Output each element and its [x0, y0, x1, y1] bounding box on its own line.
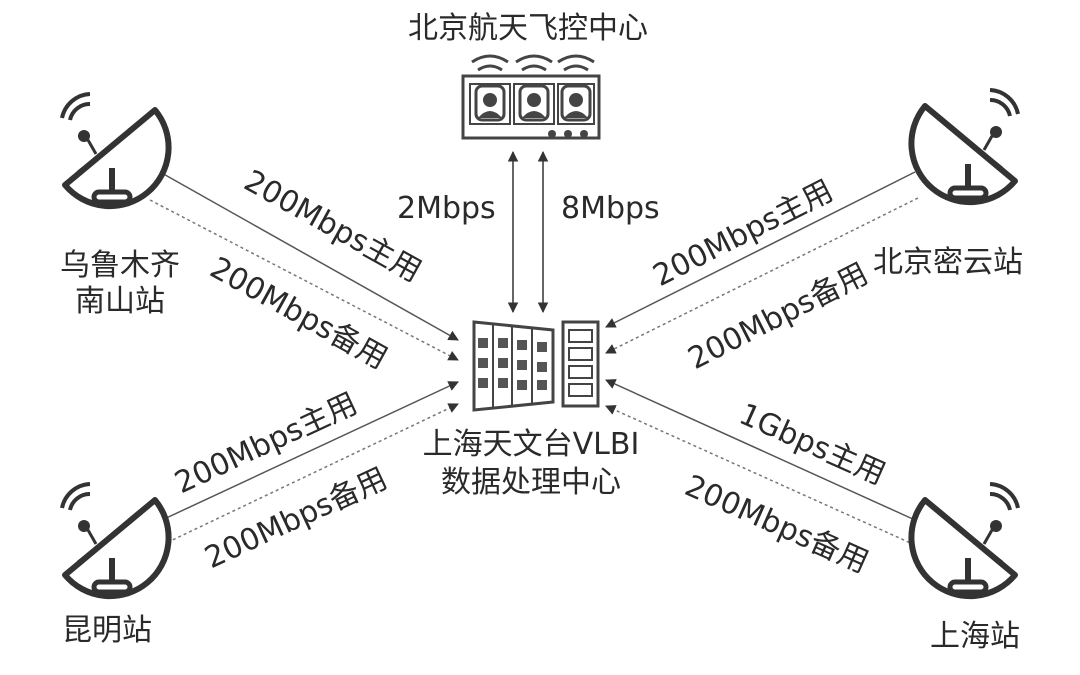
shanghai-station-label: 上海站 [930, 619, 1020, 654]
miyun-dish-icon [911, 90, 1018, 202]
data-center-label-line1: 上海天文台VLBI [422, 427, 640, 462]
shanghai-backup-link [605, 405, 916, 546]
miyun-station-label: 北京密云站 [873, 245, 1023, 280]
data-center-servers-icon [472, 320, 600, 412]
miyun-backup-link [605, 197, 919, 354]
urumqi-backup-link [149, 199, 459, 361]
kunming-station-label: 昆明站 [62, 613, 152, 648]
urumqi-name-line2: 南山站 [75, 284, 165, 319]
urumqi-name-line1: 乌鲁木齐 [60, 248, 180, 283]
urumqi-station-label: 乌鲁木齐 南山站 [50, 248, 190, 320]
shanghai-dish-icon [911, 484, 1018, 596]
kunming-dish-icon [62, 484, 169, 596]
kunming-primary-link [161, 381, 459, 521]
data-center-label-line2: 数据处理中心 [441, 465, 621, 500]
kunming-backup-link [161, 403, 459, 546]
downlink-rate-label: 8Mbps [561, 191, 660, 226]
urumqi-dish-icon [62, 94, 169, 206]
control-center-icon [461, 54, 601, 140]
shanghai-primary-link [605, 379, 916, 521]
miyun-primary-link [605, 171, 916, 328]
uplink-rate-label: 2Mbps [397, 191, 496, 226]
urumqi-primary-link [159, 171, 459, 341]
data-center-label: 上海天文台VLBI 数据处理中心 [408, 426, 654, 502]
control-center-label: 北京航天飞控中心 [408, 11, 648, 46]
